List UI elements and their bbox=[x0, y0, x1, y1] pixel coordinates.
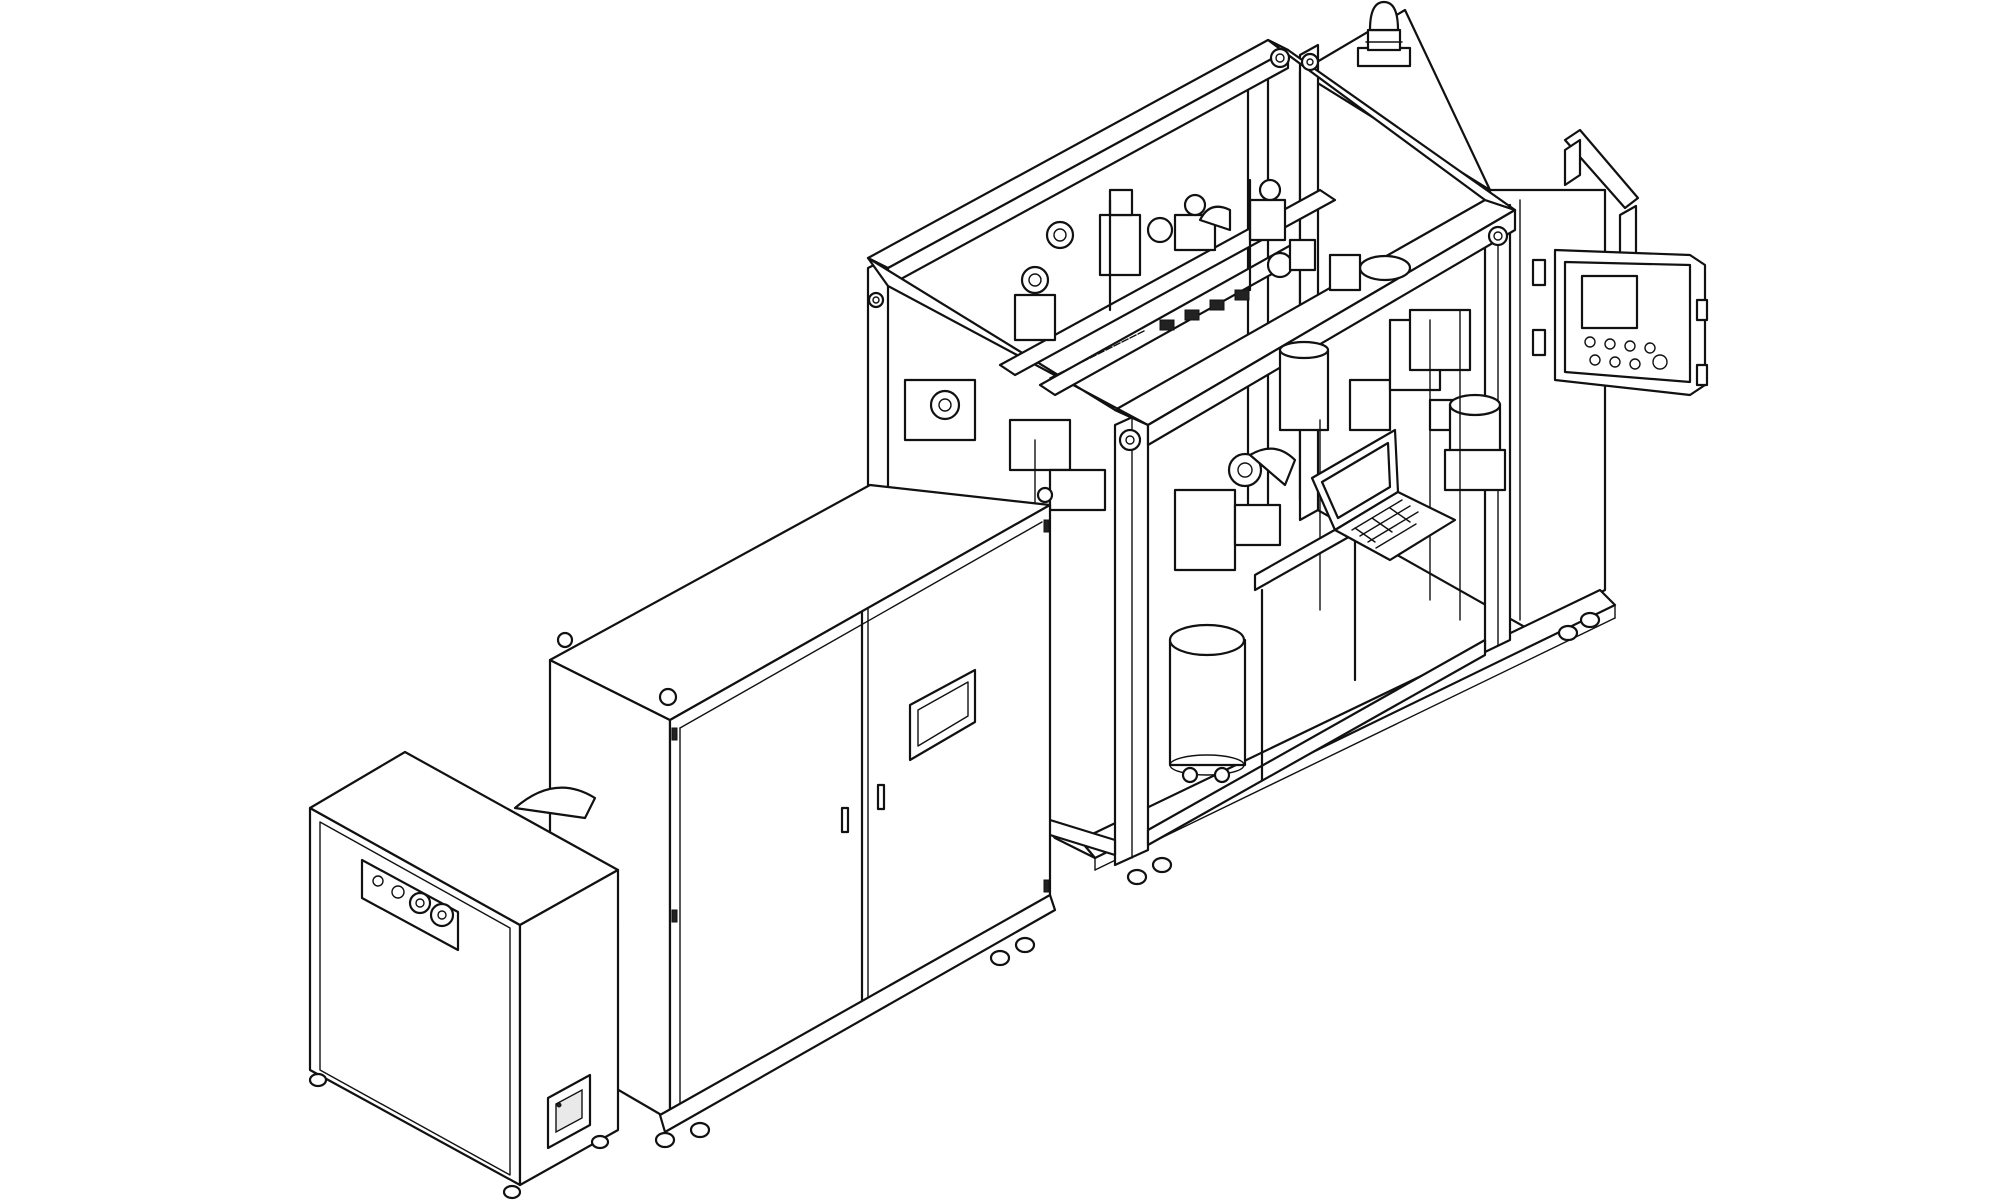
cabinet-display-icon bbox=[908, 668, 977, 762]
upper-valves bbox=[1013, 178, 1412, 342]
laptop-keyboard bbox=[1351, 499, 1419, 549]
hmi-buttons bbox=[1584, 336, 1668, 370]
cabinet-casters bbox=[654, 936, 1036, 1149]
gauge-panel-icon bbox=[360, 858, 460, 952]
access-panel-icon bbox=[546, 1073, 592, 1150]
compressor-unit bbox=[308, 750, 620, 1200]
skid-casters bbox=[1126, 611, 1601, 886]
compressor-casters bbox=[308, 1072, 610, 1200]
control-panel-icon bbox=[1531, 128, 1709, 397]
storage-tank-icon bbox=[1168, 623, 1247, 784]
electrical-cabinet bbox=[548, 483, 1057, 1149]
middle-equipment bbox=[903, 308, 1507, 781]
terminal-blocks bbox=[1049, 289, 1250, 379]
laptop-icon bbox=[1253, 428, 1457, 782]
skid-frame bbox=[866, 38, 1517, 867]
process-skid bbox=[866, 0, 1709, 886]
top-vent-icon bbox=[1356, 0, 1412, 68]
